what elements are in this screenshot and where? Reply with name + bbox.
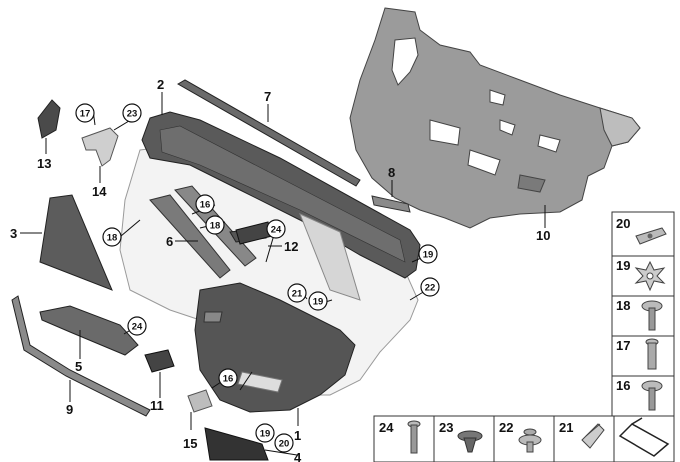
flange-screw-icon: [641, 300, 663, 331]
part-5-pocket-trim[interactable]: [39, 305, 139, 356]
callout-21-mid: 21: [287, 283, 307, 303]
clip-bracket-icon: [635, 227, 667, 245]
label-7: 7: [264, 89, 271, 104]
label-5: 5: [75, 359, 82, 374]
callout-24-upper: 24: [266, 219, 286, 239]
legend-num-24: 24: [379, 420, 394, 435]
part-7-window-strip[interactable]: [176, 79, 361, 187]
legend-num-17: 17: [616, 338, 630, 353]
star-nut-icon: [634, 260, 666, 292]
expanding-rivet-icon: [457, 430, 483, 453]
callout-17-top: 17: [75, 103, 95, 123]
svg-text:19: 19: [313, 297, 324, 308]
part-9-chrome-strip[interactable]: [11, 295, 151, 417]
clip-icon: [581, 423, 605, 449]
svg-text:22: 22: [425, 283, 436, 294]
svg-text:16: 16: [200, 200, 211, 211]
legend-num-21: 21: [559, 420, 573, 435]
svg-text:24: 24: [271, 225, 282, 236]
cable-tie-icon: [618, 417, 670, 457]
screw-icon: [407, 420, 421, 454]
part-14-bracket[interactable]: [81, 127, 119, 167]
callout-24-lower: 24: [127, 316, 147, 336]
label-10: 10: [536, 228, 550, 243]
label-6: 6: [166, 234, 173, 249]
label-9: 9: [66, 402, 73, 417]
label-14: 14: [92, 184, 107, 199]
flange-screw-icon: [641, 380, 663, 411]
legend-num-18: 18: [616, 298, 630, 313]
svg-text:16: 16: [223, 374, 234, 385]
callout-18-mid: 18: [205, 215, 225, 235]
legend-num-19: 19: [616, 258, 630, 273]
svg-text:24: 24: [132, 322, 143, 333]
svg-text:19: 19: [423, 250, 434, 261]
svg-text:23: 23: [127, 109, 138, 120]
svg-text:18: 18: [210, 221, 221, 232]
svg-text:19: 19: [260, 429, 271, 440]
rivet-icon: [645, 338, 659, 370]
part-11-switch-bezel[interactable]: [144, 349, 175, 373]
callout-23-top: 23: [122, 103, 142, 123]
label-3: 3: [10, 226, 17, 241]
svg-text:18: 18: [107, 233, 118, 244]
callout-20-bottom: 20: [274, 433, 294, 453]
fastener-legend-bottom: 24 23 22 21: [373, 415, 675, 462]
callout-19-bottom: 19: [255, 423, 275, 443]
label-1: 1: [294, 428, 301, 443]
svg-text:20: 20: [279, 439, 290, 450]
legend-num-22: 22: [499, 420, 513, 435]
callout-16-upper: 16: [195, 194, 215, 214]
circled-callouts: 17 23 16 18 18 24 19 21 19 22 24 16 19 2…: [75, 103, 440, 453]
plastic-rivet-icon: [518, 428, 542, 453]
part-4-speaker-grille[interactable]: [204, 427, 269, 461]
callout-19-mid: 19: [308, 291, 328, 311]
fastener-legend-right: 20 19 18 17 16: [611, 211, 675, 417]
part-3-triangle-cover[interactable]: [39, 194, 113, 291]
label-13: 13: [37, 156, 51, 171]
part-number-labels: 2 7 8 10 3 6 12 5 11 9 15 1 4 13 14: [10, 77, 550, 462]
callout-18-left: 18: [102, 227, 122, 247]
label-8: 8: [388, 165, 395, 180]
callout-22-right: 22: [420, 277, 440, 297]
callout-19-right: 19: [418, 244, 438, 264]
legend-num-23: 23: [439, 420, 453, 435]
svg-text:17: 17: [80, 109, 91, 120]
label-4: 4: [294, 450, 302, 462]
part-2-door-trim[interactable]: [141, 111, 421, 301]
legend-num-20: 20: [616, 216, 630, 231]
part-13-handle-cover[interactable]: [37, 99, 61, 139]
label-12: 12: [284, 239, 298, 254]
part-15-mount[interactable]: [187, 389, 213, 413]
callout-16-lower: 16: [218, 368, 238, 388]
label-15: 15: [183, 436, 197, 451]
part-8-strip[interactable]: [371, 195, 411, 213]
legend-num-16: 16: [616, 378, 630, 393]
label-11: 11: [150, 398, 164, 413]
part-10-insulation-panel[interactable]: [349, 7, 641, 229]
label-2: 2: [157, 77, 164, 92]
svg-text:21: 21: [292, 289, 303, 300]
